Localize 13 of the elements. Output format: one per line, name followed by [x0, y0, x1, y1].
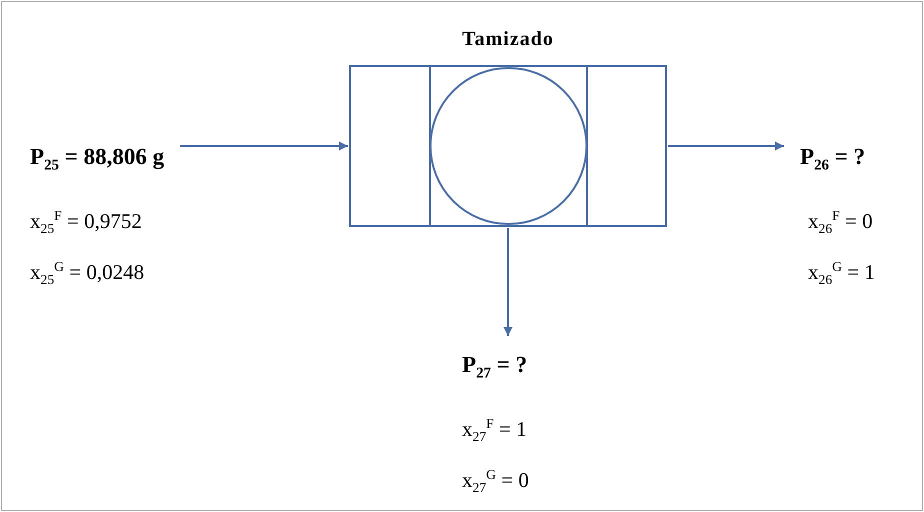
stream-label: P$_{26}$ = ? [800, 144, 866, 175]
arrow [180, 142, 348, 150]
stream-label: P$_{25}$ = 88,806 g [30, 144, 164, 175]
composition-text: x$_{27}$$^{G}$ = 0 [462, 466, 529, 497]
composition-text: x$_{25}$$^{G}$ = 0,0248 [30, 258, 146, 289]
arrow [504, 228, 512, 336]
composition-text: x$_{26}$$^{F}$ = 0 [808, 206, 874, 238]
composition-text: x$_{27}$$^{F}$ = 1 [462, 414, 528, 446]
stream-label: P$_{27}$ = ? [462, 352, 528, 383]
unit-title: Tamizado [461, 28, 555, 51]
composition-text: x$_{26}$$^{G}$ = 1 [808, 258, 875, 289]
arrow [668, 142, 784, 150]
composition-text: x$_{25}$$^{F}$ = 0,9752 [30, 206, 143, 238]
